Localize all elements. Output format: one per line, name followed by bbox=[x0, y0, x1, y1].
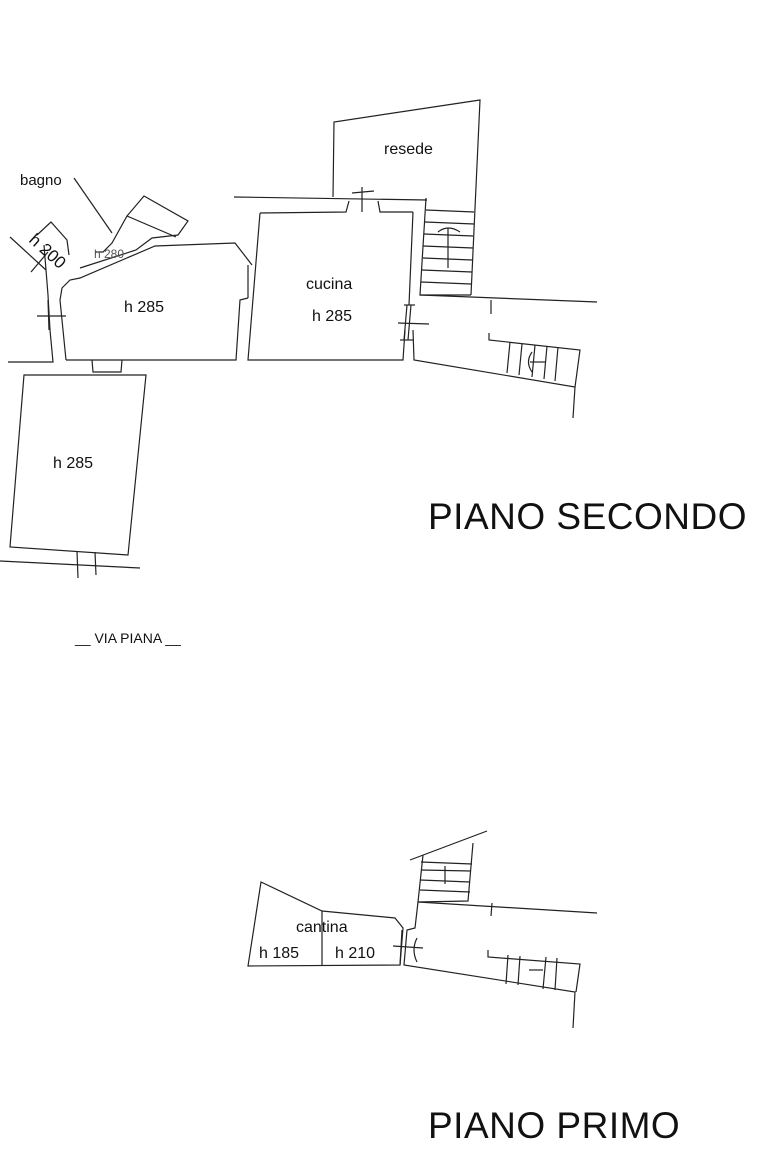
plan-title-piano-secondo: PIANO SECONDO bbox=[428, 496, 747, 537]
stair-upper bbox=[419, 197, 475, 296]
door-cucina-resede bbox=[259, 187, 413, 214]
plan-title-piano-primo: PIANO PRIMO bbox=[428, 1105, 681, 1146]
cucina-walls bbox=[247, 212, 406, 361]
room-label-cantina: cantina bbox=[296, 919, 348, 936]
room-label-cucina: cucina bbox=[306, 276, 353, 293]
street-label: __ VIA PIANA __ bbox=[75, 630, 181, 646]
piano-primo-plan bbox=[247, 830, 598, 1029]
courtyard-wall bbox=[233, 196, 428, 201]
height-label-room: h 285 bbox=[124, 299, 165, 316]
stair-lower bbox=[506, 341, 559, 382]
corridor-walls bbox=[419, 294, 598, 303]
cucina-east-wall bbox=[408, 211, 414, 306]
room-label-bagno: bagno bbox=[20, 172, 62, 189]
height-label-h185: h 185 bbox=[259, 945, 300, 962]
corridor-south bbox=[412, 329, 576, 419]
room-h285-lower-walls bbox=[9, 374, 147, 556]
resede-walls bbox=[332, 99, 481, 296]
height-label-h280: h 280 bbox=[94, 247, 125, 261]
height-label-cucina: h 285 bbox=[312, 308, 353, 325]
height-label-lower-room: h 285 bbox=[53, 455, 94, 472]
piano-secondo-plan bbox=[0, 99, 598, 579]
height-label-h210: h 210 bbox=[335, 945, 376, 962]
room-label-resede: resede bbox=[384, 141, 433, 158]
room-h285-walls bbox=[66, 297, 249, 361]
door-cucina-east bbox=[397, 304, 430, 341]
bagno-walls bbox=[9, 177, 189, 273]
